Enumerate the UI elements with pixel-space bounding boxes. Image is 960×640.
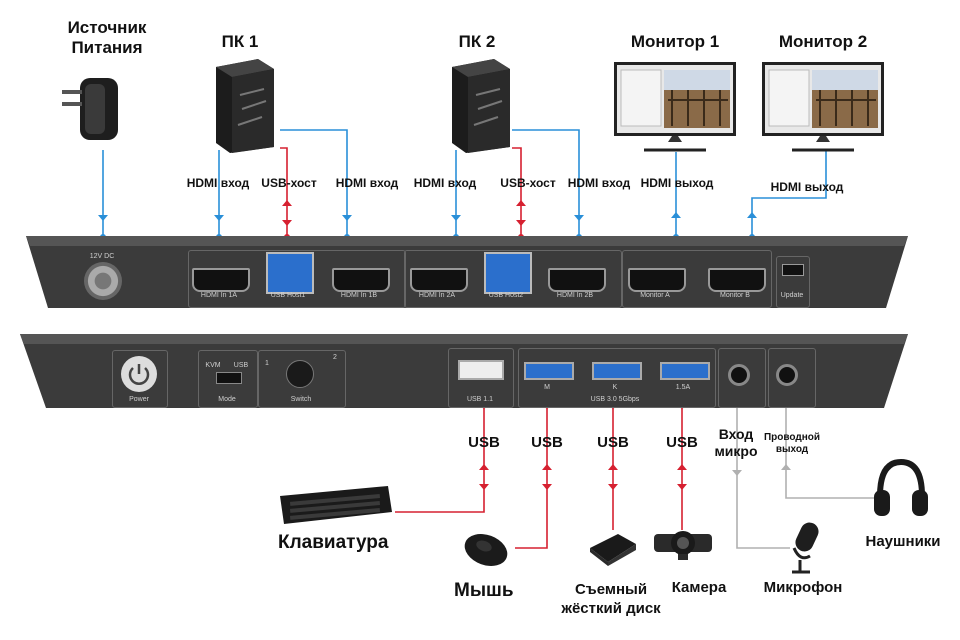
usb3-port-k-label: K <box>612 384 618 391</box>
label-mic-in: Вход микро <box>714 426 758 459</box>
mode-label: Mode <box>218 396 236 403</box>
label-usb-host-2: USB-хост <box>500 176 556 190</box>
usb3-port-15a[interactable] <box>660 362 710 380</box>
camera-icon <box>652 526 714 562</box>
hdmi-in-2b-port-label: HDMI In 2B <box>556 292 594 299</box>
mouse-label: Мышь <box>454 580 514 601</box>
label-wired-out: Проводной выход <box>763 432 821 455</box>
hdd-label: Съемный жёсткий диск <box>561 581 661 617</box>
keyboard-icon <box>278 482 394 528</box>
dc-jack-port[interactable] <box>84 262 122 300</box>
camera-label: Камера <box>671 579 727 596</box>
monitor-a-port[interactable] <box>628 268 686 292</box>
usb-host1-port[interactable] <box>266 252 314 294</box>
hdd-icon <box>588 530 638 566</box>
update-port-label: Update <box>780 292 804 299</box>
power-button-group <box>112 350 168 408</box>
power-button[interactable] <box>121 356 157 392</box>
usb3-port-15a-label: 1.5A <box>675 384 691 391</box>
switch-group <box>258 350 346 408</box>
label-hdmi-out-b: HDMI выход <box>770 180 844 194</box>
usb11-group <box>448 348 514 408</box>
monitor-b-port[interactable] <box>708 268 766 292</box>
label-hdmi-in-2a: HDMI вход <box>413 176 477 190</box>
label-usb-host-1: USB-хост <box>261 176 317 190</box>
headphones-icon <box>872 456 930 522</box>
label-usb-hdd: USB <box>597 434 629 451</box>
hdmi-in-1b-port[interactable] <box>332 268 390 292</box>
label-usb-mouse: USB <box>531 434 563 451</box>
switch-2-label: 2 <box>333 354 337 361</box>
monitor-b-port-label: Monitor B <box>720 292 750 299</box>
usb-host1-port-label: USB Host1 <box>270 292 306 299</box>
update-port-group <box>776 256 810 308</box>
mic-jack-port[interactable] <box>728 364 750 386</box>
power-button-label: Power <box>129 396 149 403</box>
hdmi-in-1b-port-label: HDMI In 1B <box>340 292 378 299</box>
headphones-label: Наушники <box>865 533 941 550</box>
hdmi-in-1a-port[interactable] <box>192 268 250 292</box>
headphone-jack-port[interactable] <box>776 364 798 386</box>
monitor1-label: Монитор 1 <box>630 32 720 51</box>
microphone-icon <box>780 520 828 576</box>
pc1-port-group <box>188 250 406 308</box>
mouse-icon <box>462 530 512 570</box>
usb-host2-port[interactable] <box>484 252 532 294</box>
usb11-port[interactable] <box>458 360 504 380</box>
usb3-port-k[interactable] <box>592 362 642 380</box>
hdmi-in-1a-port-label: HDMI In 1A <box>200 292 238 299</box>
pc1-label: ПК 1 <box>221 32 259 51</box>
label-hdmi-in-1a: HDMI вход <box>186 176 250 190</box>
monitor1-icon <box>612 60 738 154</box>
pc2-port-group <box>404 250 622 308</box>
label-usb-keyboard: USB <box>468 434 500 451</box>
usb3-label: USB 3.0 5Gbps <box>590 396 640 403</box>
mode-toggle[interactable] <box>216 372 242 384</box>
headphone-jack-group <box>768 348 816 408</box>
label-hdmi-in-2b: HDMI вход <box>567 176 631 190</box>
mode-right-label: USB <box>233 362 249 369</box>
monitor-a-port-label: Monitor A <box>640 292 670 299</box>
mode-switch-group <box>198 350 258 408</box>
monitor2-label: Монитор 2 <box>778 32 868 51</box>
keyboard-label: Клавиатура <box>278 532 389 553</box>
microphone-label: Микрофон <box>763 579 843 596</box>
label-usb-camera: USB <box>666 434 698 451</box>
usb3-port-m[interactable] <box>524 362 574 380</box>
label-hdmi-out-a: HDMI выход <box>640 176 714 190</box>
mic-jack-group <box>718 348 766 408</box>
mode-left-label: KVM <box>205 362 221 369</box>
power-supply-label: Источник Питания <box>67 18 147 57</box>
dc-port-label: 12V DC <box>89 253 115 260</box>
monitor-port-group <box>622 250 772 308</box>
pc2-label: ПК 2 <box>458 32 496 51</box>
switch-1-label: 1 <box>265 360 269 367</box>
hdmi-in-2a-port[interactable] <box>410 268 468 292</box>
usb-host2-port-label: USB Host2 <box>488 292 524 299</box>
update-port[interactable] <box>782 264 804 276</box>
monitor2-icon <box>760 60 886 154</box>
power-icon <box>128 364 150 385</box>
hdmi-in-2a-port-label: HDMI In 2A <box>418 292 456 299</box>
usb3-group <box>518 348 716 408</box>
switch-button[interactable] <box>286 360 314 388</box>
pc2-tower-icon <box>444 55 516 155</box>
hdmi-in-2b-port[interactable] <box>548 268 606 292</box>
usb11-label: USB 1.1 <box>466 396 494 403</box>
label-hdmi-in-1b: HDMI вход <box>335 176 399 190</box>
usb3-port-m-label: M <box>544 384 550 391</box>
pc1-tower-icon <box>208 55 280 155</box>
switch-label: Switch <box>290 396 312 403</box>
power-adapter-icon <box>58 72 124 146</box>
